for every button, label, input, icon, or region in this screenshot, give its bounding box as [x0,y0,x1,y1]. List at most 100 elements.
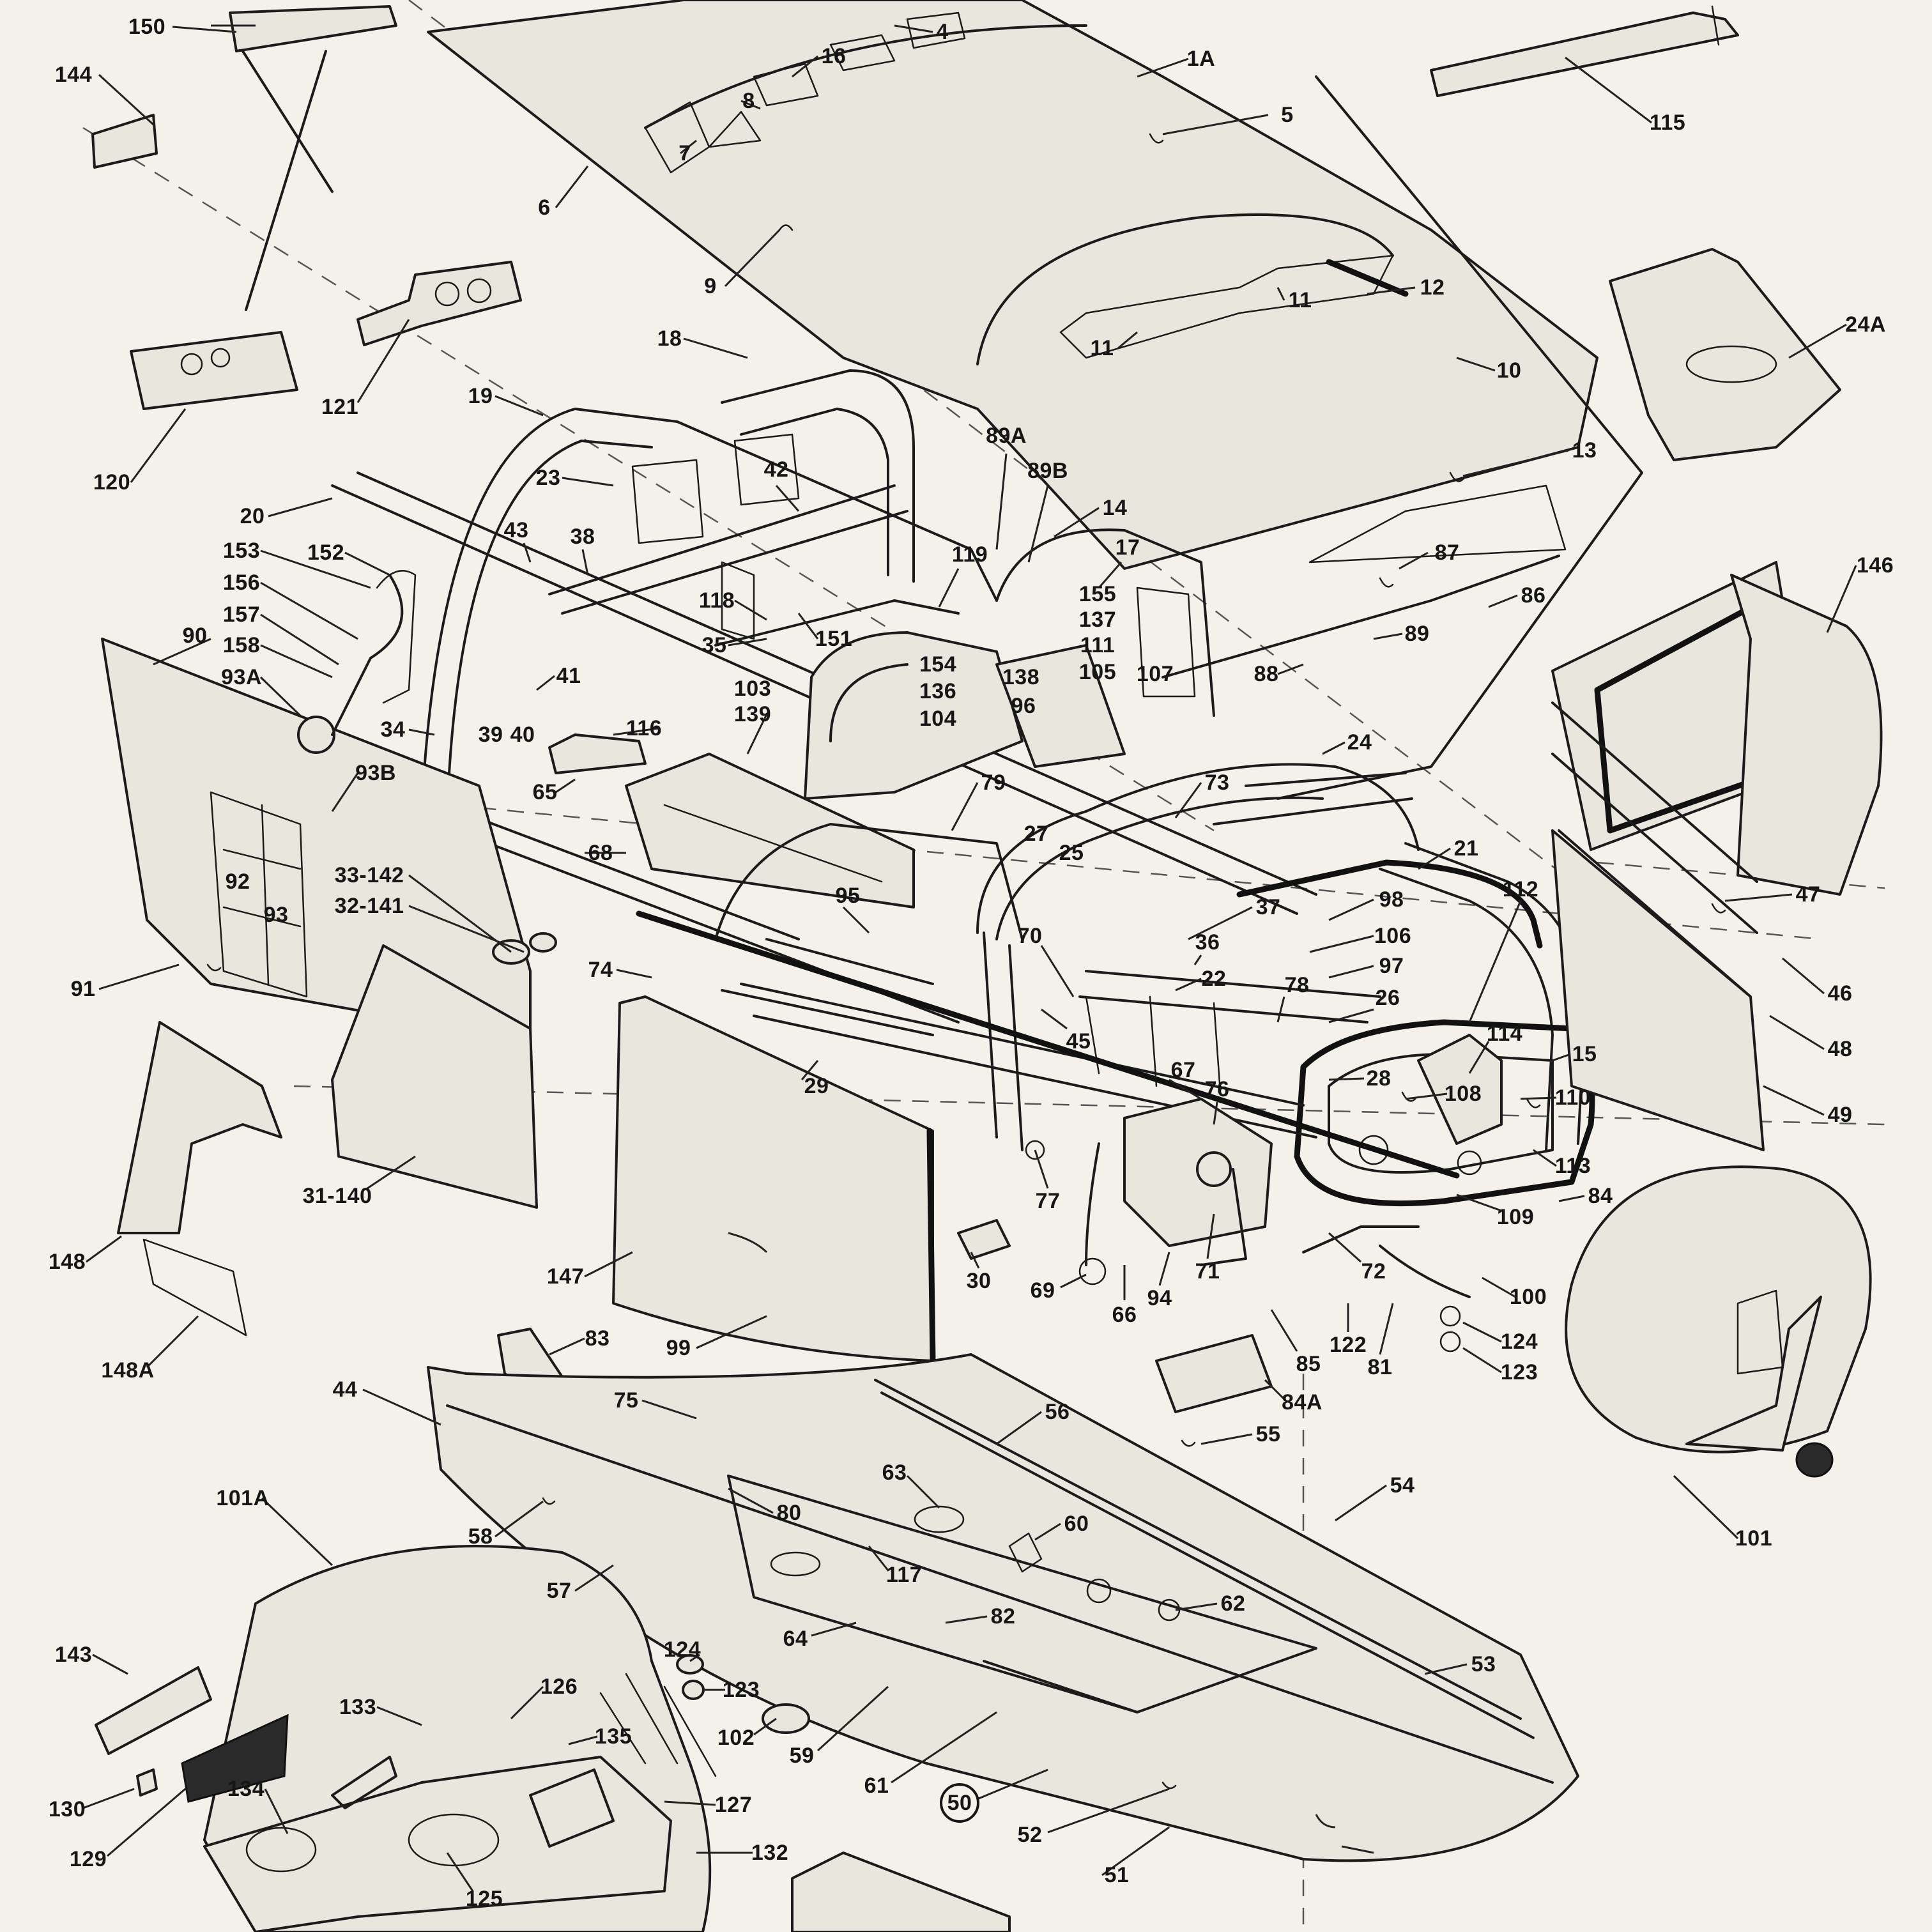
callout-label: 119 [951,542,988,567]
callout-label: 148A [101,1358,155,1383]
callout-label: 24 [1347,730,1372,755]
callout-label: 38 [570,525,595,549]
callout-label: 133 [339,1695,377,1719]
callout-label: 147 [546,1264,585,1289]
callout-label: 153 [222,539,261,563]
callout-label: 62 [1220,1591,1246,1616]
callout-label: 69 [1030,1278,1055,1303]
callout-label: 36 [1195,930,1220,954]
callout-label: 91 [70,977,96,1001]
callout-label: 124 [1500,1330,1538,1354]
callout-label: 7 [678,141,691,165]
callout-label: 76 [1204,1077,1230,1101]
callout-label: 41 [556,664,581,688]
callout-label: 6 [538,195,551,220]
callout-label: 129 [69,1847,107,1871]
callout-label: 114 [1486,1022,1523,1046]
callout-label: 116 [625,716,663,740]
callout-label: 33-142 [334,863,404,887]
callout-label: 123 [1500,1360,1538,1384]
callout-label: 94 [1147,1286,1172,1310]
callout-label: 90 [182,624,208,648]
callout-label: 23 [535,466,561,490]
callout-label: 124 [663,1637,702,1662]
callout-label: 12 [1420,275,1445,300]
callout-label: 18 [657,326,682,351]
callout-label: 150 [128,15,166,39]
callout-label: 20 [240,504,265,528]
callout-label: 10 [1496,358,1522,383]
callout-label: 115 [1649,111,1686,135]
callout-label: 120 [93,470,131,494]
callout-label: 125 [465,1887,503,1911]
callout-label: 89 [1404,622,1430,646]
callout-label: 122 [1329,1333,1367,1357]
callout-label: 21 [1453,836,1479,861]
callout-label: 139 [733,702,772,726]
callout-label: 16 [821,44,847,68]
callout-label: 68 [588,841,613,865]
callout-label: 56 [1045,1400,1070,1424]
callout-label: 17 [1115,535,1140,560]
callout-label: 107 [1136,662,1174,686]
callout-label: 87 [1434,540,1460,565]
callout-label: 52 [1017,1823,1043,1847]
callout-label: 4 [936,20,949,44]
callout-label: 8 [742,89,755,113]
callout-label: 19 [468,384,493,408]
callout-label: 97 [1379,954,1404,978]
callout-label: 80 [776,1501,802,1525]
callout-label: 136 [919,679,957,703]
callout-label: 144 [54,63,93,87]
callout-label: 14 [1102,496,1128,520]
callout-label: 57 [546,1579,572,1603]
callout-label: 126 [540,1675,578,1699]
callout-label: 143 [54,1643,93,1667]
callout-label: 58 [468,1524,493,1549]
callout-label: 101A [216,1486,270,1510]
callout-label: 64 [783,1627,808,1651]
callout-label: 75 [613,1388,639,1413]
callout-label: 51 [1104,1863,1130,1887]
callout-label: 27 [1023,822,1049,846]
callout-label: 11 [1090,336,1114,360]
callout-label: 65 [532,780,558,804]
callout-label: 103 [733,677,772,701]
callout-label: 5 [1281,103,1294,127]
callout-label: 9 [704,274,717,298]
callout-label: 155 [1078,582,1117,606]
callout-label: 154 [919,652,957,677]
callout-label: 47 [1795,882,1821,907]
callout-label: 135 [594,1724,632,1749]
callout-label: 72 [1361,1259,1386,1284]
callout-label: 55 [1255,1422,1281,1446]
callout-label: 32-141 [334,894,404,918]
callout-label-circled: 50 [940,1783,979,1823]
callout-label: 60 [1064,1512,1089,1536]
callout-label: 13 [1572,438,1597,463]
callout-label: 81 [1367,1355,1393,1379]
callout-label: 89A [986,424,1027,448]
callout-label: 40 [510,723,535,747]
callout-label: 82 [990,1604,1016,1629]
callout-label: 93B [355,761,396,785]
callout-label: 156 [222,571,261,595]
callout-label: 71 [1195,1259,1220,1284]
callout-label: 151 [815,627,853,651]
callout-label: 102 [717,1726,755,1750]
callout-label: 85 [1296,1352,1321,1376]
callout-label: 26 [1375,986,1400,1010]
callout-label: 93A [221,665,262,689]
callout-label: 61 [864,1774,889,1798]
callout-label: 110 [1554,1085,1591,1110]
callout-label: 111 [1080,633,1116,657]
callout-label: 123 [722,1678,760,1702]
callout-label: 98 [1379,887,1404,912]
callout-label: 148 [48,1250,86,1274]
callout-label: 84 [1588,1184,1613,1208]
callout-label: 158 [222,633,261,657]
callout-label: 15 [1572,1042,1597,1066]
callout-label: 29 [804,1074,829,1098]
callout-label: 112 [1502,877,1539,901]
